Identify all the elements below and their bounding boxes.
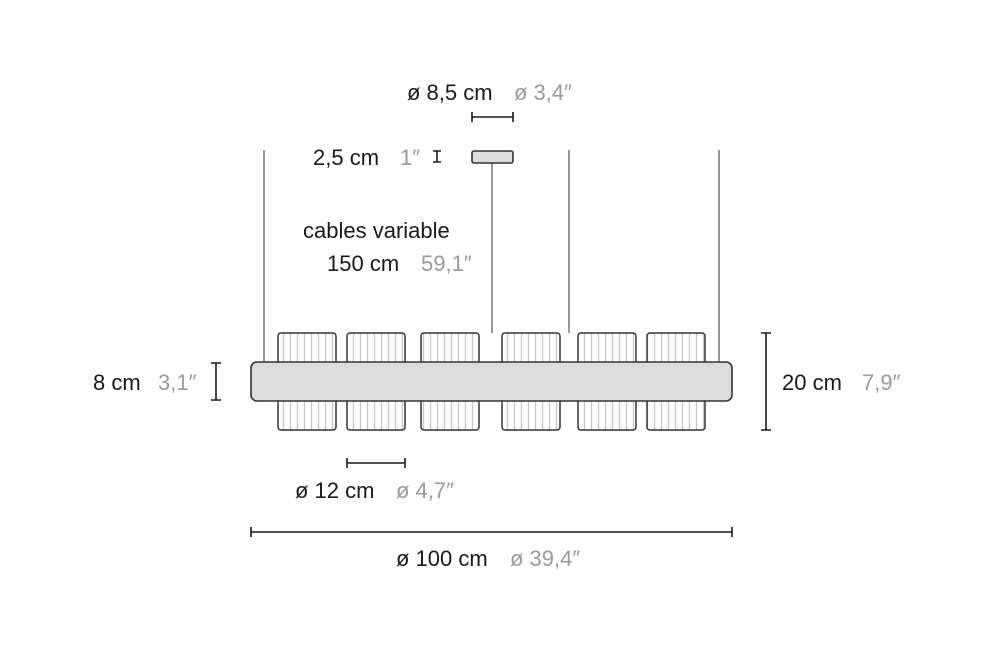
bar-height-imperial: 3,1″ bbox=[158, 370, 197, 395]
total-height-imperial: 7,9″ bbox=[862, 370, 901, 395]
canopy-height-imperial: 1″ bbox=[400, 145, 420, 170]
lamp-bar bbox=[250, 361, 733, 402]
dim-line-canopy-diameter bbox=[471, 112, 514, 122]
bar-height-metric: 8 cm bbox=[93, 370, 141, 395]
total-length-metric: ø 100 cm bbox=[396, 546, 488, 571]
cables-metric: 150 cm bbox=[327, 251, 399, 276]
cables-imperial: 59,1″ bbox=[421, 251, 472, 276]
dim-line-canopy-height bbox=[433, 150, 441, 163]
dim-line-shade-diameter bbox=[346, 458, 406, 468]
canopy-height-metric: 2,5 cm bbox=[313, 145, 379, 170]
cables-label: cables variable bbox=[303, 218, 450, 243]
canopy bbox=[471, 150, 514, 164]
canopy-diameter-imperial: ø 3,4″ bbox=[514, 80, 572, 105]
shade-diameter-imperial: ø 4,7″ bbox=[396, 478, 454, 503]
canopy-diameter-metric: ø 8,5 cm bbox=[407, 80, 493, 105]
shade-diameter-metric: ø 12 cm bbox=[295, 478, 374, 503]
dim-line-bar-height bbox=[211, 362, 221, 401]
dim-line-total-height bbox=[761, 332, 771, 431]
total-height-metric: 20 cm bbox=[782, 370, 842, 395]
dim-line-total-length bbox=[250, 527, 733, 537]
total-length-imperial: ø 39,4″ bbox=[510, 546, 580, 571]
